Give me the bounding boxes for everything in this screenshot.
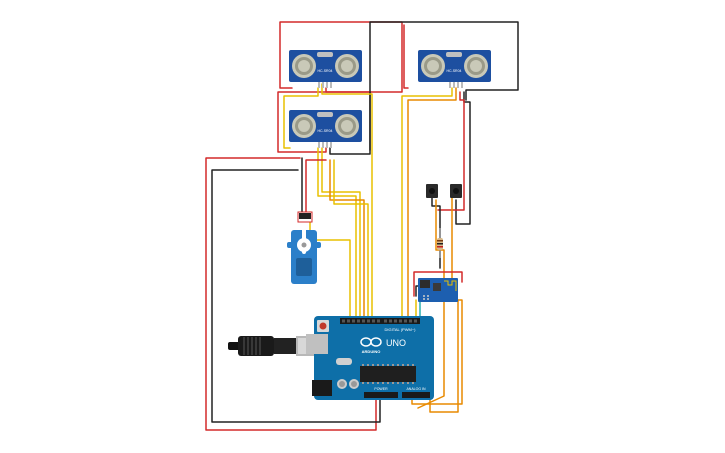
- wire-black-sensor3[interactable]: [329, 91, 371, 155]
- wires: [205, 21, 519, 431]
- wire-red-left-loop[interactable]: [205, 157, 377, 431]
- wire-yellow-2[interactable]: [321, 147, 361, 321]
- wire-yellow-6[interactable]: [401, 87, 453, 321]
- arduino-logo-icon: [360, 337, 382, 347]
- analog-header-label: ANALOG IN: [406, 387, 426, 391]
- power-header-label: POWER: [374, 387, 388, 391]
- wire-yellow-5[interactable]: [321, 83, 373, 321]
- wire-red-sensor3[interactable]: [277, 91, 371, 153]
- arduino-brand-label: ARDUINO: [362, 349, 381, 354]
- wire-yellow-3[interactable]: [317, 147, 357, 321]
- wire-orange-button[interactable]: [417, 199, 445, 409]
- push-button-2[interactable]: [450, 184, 462, 198]
- ultrasonic-sensor-1[interactable]: HC-SR04: [289, 50, 362, 88]
- wifi-module[interactable]: [418, 278, 458, 302]
- sensor-2-label: HC-SR04: [447, 69, 462, 73]
- wire-black-sensor2[interactable]: [369, 21, 519, 151]
- wire-orange-2[interactable]: [407, 87, 457, 321]
- sensor-1-label: HC-SR04: [318, 69, 333, 73]
- wire-yellow-servo[interactable]: [309, 211, 351, 321]
- wire-orange-1[interactable]: [329, 159, 365, 321]
- sensor-3-label: HC-SR04: [318, 129, 333, 133]
- resistor[interactable]: [437, 228, 443, 258]
- push-button-1[interactable]: [426, 184, 438, 198]
- wire-red-wifi[interactable]: [413, 271, 463, 297]
- arduino-uno-board[interactable]: DIGITAL (PWM~) ARDUINO UNO POWER ANA: [306, 316, 434, 400]
- wire-black-sensor2-b[interactable]: [455, 91, 471, 225]
- wire-black-left-loop[interactable]: [211, 169, 381, 423]
- wire-red-sensor2[interactable]: [403, 24, 409, 89]
- wire-yellow-1[interactable]: [283, 87, 319, 149]
- wire-red-sensor2-b[interactable]: [437, 91, 465, 211]
- digital-header-label: DIGITAL (PWM~): [385, 327, 417, 332]
- arduino-model-label: UNO: [386, 338, 406, 348]
- wire-yellow-4[interactable]: [333, 159, 369, 321]
- wire-red-servo[interactable]: [305, 159, 327, 213]
- ultrasonic-sensor-3[interactable]: HC-SR04: [289, 110, 362, 148]
- servo-motor[interactable]: [287, 211, 321, 284]
- ultrasonic-sensor-2[interactable]: HC-SR04: [418, 50, 491, 88]
